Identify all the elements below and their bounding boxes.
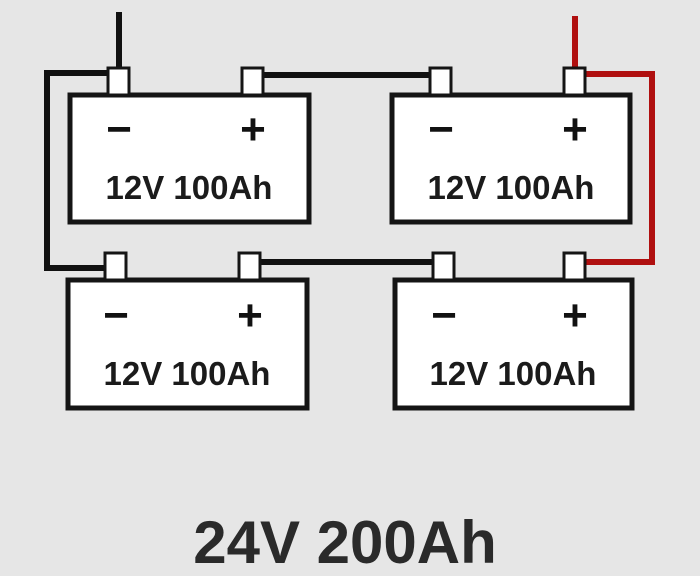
negative-terminal — [431, 251, 456, 282]
positive-terminal — [240, 66, 265, 97]
positive-terminal — [237, 251, 262, 282]
minus-sign: − — [428, 105, 454, 154]
battery-bottom-left: − + 12V 100Ah — [65, 251, 310, 411]
plus-sign: + — [240, 105, 266, 154]
positive-terminal — [562, 66, 587, 97]
battery-body — [392, 277, 635, 411]
negative-terminal — [103, 251, 128, 282]
plus-sign: + — [562, 291, 588, 340]
plus-sign: + — [237, 291, 263, 340]
battery-rating-label: 12V 100Ah — [428, 169, 595, 206]
negative-terminal — [428, 66, 453, 97]
negative-terminal — [106, 66, 131, 97]
battery-top-right: − + 12V 100Ah — [389, 66, 633, 225]
battery-bottom-right: − + 12V 100Ah — [392, 251, 635, 411]
left-jumper-wire — [44, 70, 110, 271]
battery-rating-label: 12V 100Ah — [104, 355, 271, 392]
plus-sign: + — [562, 105, 588, 154]
battery-body — [65, 277, 310, 411]
minus-sign: − — [106, 105, 132, 154]
wires — [44, 12, 655, 271]
total-rating-label: 24V 200Ah — [193, 509, 497, 576]
battery-rating-label: 12V 100Ah — [430, 355, 597, 392]
battery-body — [67, 92, 312, 225]
minus-sign: − — [103, 291, 129, 340]
positive-terminal — [562, 251, 587, 282]
right-jumper-wire — [582, 71, 655, 265]
minus-sign: − — [431, 291, 457, 340]
battery-rating-label: 12V 100Ah — [106, 169, 273, 206]
battery-body — [389, 92, 633, 225]
battery-top-left: − + 12V 100Ah — [67, 66, 312, 225]
